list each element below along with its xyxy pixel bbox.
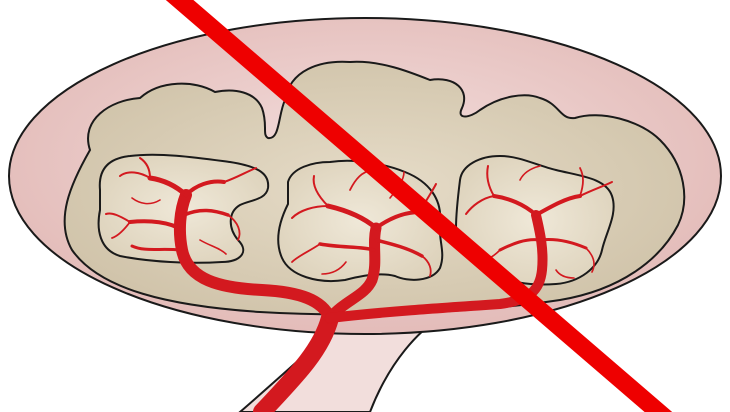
lobule-middle xyxy=(278,161,442,281)
